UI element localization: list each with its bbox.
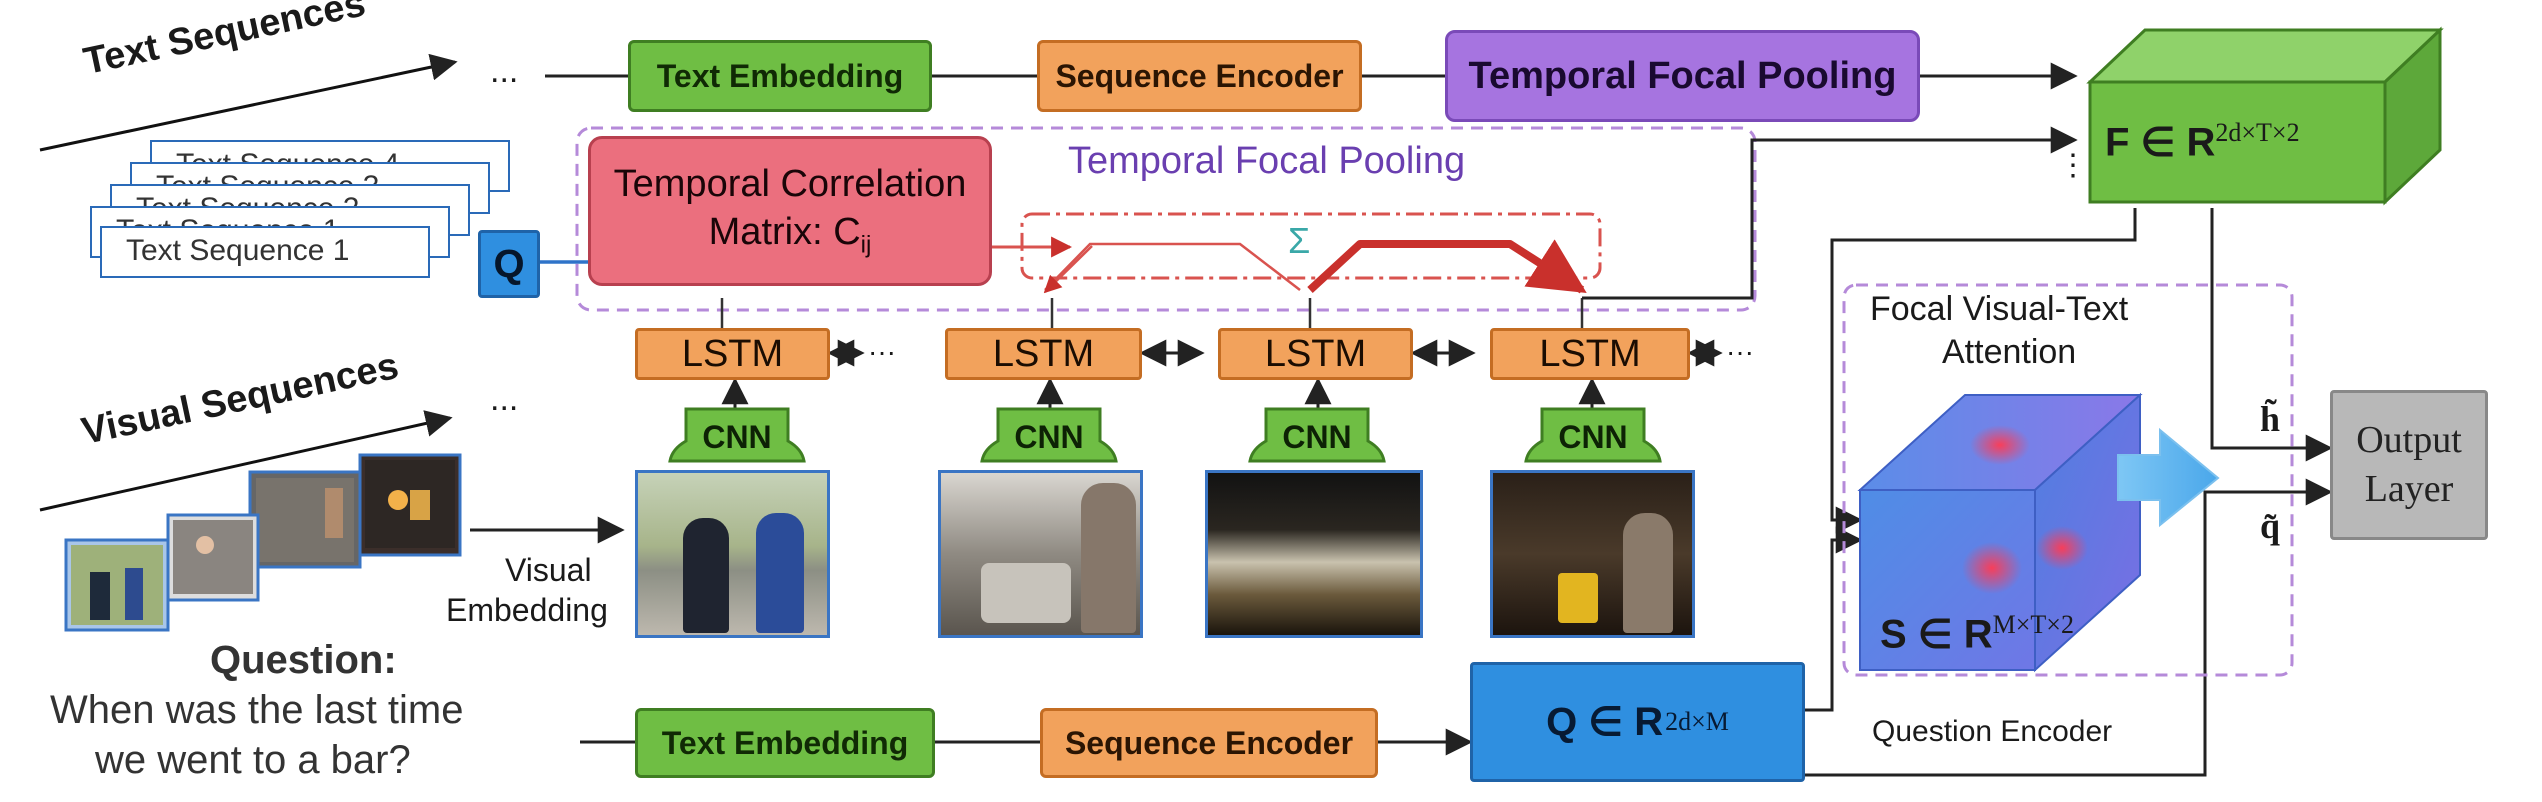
cnn-label-4: CNN — [1558, 419, 1628, 455]
q-matrix-prefix: Q ∈ R — [1546, 700, 1664, 744]
cnn-block-2: CNN — [980, 405, 1118, 463]
sum-symbol: Σ — [1288, 220, 1311, 261]
s-tensor-label: S ∈ RM×T×2 — [1880, 610, 2074, 657]
cnn-shape-3 — [1248, 407, 1386, 463]
f-tensor-label: F ∈ R2d×T×2 — [2105, 118, 2300, 165]
cnn-label-2: CNN — [1014, 419, 1084, 455]
frame4-drink — [1558, 573, 1598, 623]
attention-output-arrow — [2117, 427, 2220, 528]
h-tilde-label: h̃ — [2260, 399, 2281, 439]
question-heading: Question: — [210, 638, 397, 682]
cnn-block-3: CNN — [1248, 405, 1386, 463]
s-tensor-superscript: M×T×2 — [1992, 610, 2074, 639]
text-sequence-card-1-label: Text Sequence 1 — [126, 234, 350, 267]
frame4-person — [1623, 513, 1673, 633]
sequence-encoder-box-top: Sequence Encoder — [1037, 40, 1362, 112]
temporal-focal-pooling-box: Temporal Focal Pooling — [1445, 30, 1920, 122]
lstm-cell-2: LSTM — [945, 328, 1142, 380]
question-line1: When was the last time — [50, 688, 464, 732]
f-tensor-vdots: ⋮ — [2058, 149, 2088, 182]
q-query-box: Q — [478, 230, 540, 298]
lstm-cell-4: LSTM — [1490, 328, 1690, 380]
video-frame-1 — [635, 470, 830, 638]
correlation-line2-group: Matrix: Cij — [709, 209, 872, 261]
question-line2: we went to a bar? — [95, 738, 411, 782]
video-frame-3 — [1205, 470, 1423, 638]
q-tilde-label: q̃ — [2260, 506, 2281, 546]
cnn-block-4: CNN — [1524, 405, 1662, 463]
visual-embedding-line1: Visual — [505, 552, 592, 588]
visual-ellipsis: ... — [490, 380, 519, 418]
output-layer-line2: Layer — [2364, 468, 2454, 510]
frame2-table — [981, 563, 1071, 623]
attention-title-line2: Attention — [1942, 333, 2077, 371]
s-tensor-prefix: S ∈ R — [1880, 612, 1993, 657]
frame1-person-b — [756, 513, 804, 633]
video-frame-2 — [938, 470, 1143, 638]
visual-sequences-arrow — [39, 410, 453, 512]
attention-cube — [1857, 392, 2143, 673]
lstm-ellipsis-1: ··· — [868, 336, 896, 367]
attention-region-border — [1842, 283, 2294, 677]
f-tensor-superscript: 2d×T×2 — [2215, 118, 2300, 147]
cnn-shape-1 — [668, 407, 806, 463]
cnn-label-3: CNN — [1282, 419, 1352, 455]
visual-embedding-line2: Embedding — [446, 592, 608, 628]
f-tensor-box — [2086, 26, 2444, 206]
cnn-label-1: CNN — [702, 419, 772, 455]
text-ellipsis: ... — [490, 52, 519, 90]
lstm-cell-3: LSTM — [1218, 328, 1413, 380]
question-encoder-label: Question Encoder — [1872, 715, 2113, 748]
pooling-region-border — [575, 126, 1757, 312]
f-tensor-prefix: F ∈ R — [2105, 120, 2216, 165]
text-embedding-box-bottom: Text Embedding — [635, 708, 935, 778]
frame1-person-a — [683, 518, 729, 633]
visual-thumbnails-stack — [64, 453, 462, 632]
video-frame-4 — [1490, 470, 1695, 638]
output-layer-box: Output Layer — [2330, 390, 2488, 540]
text-sequence-card-1: Text Sequence 1 — [100, 226, 430, 278]
output-layer-line1: Output — [2356, 418, 2462, 461]
text-embedding-box-top: Text Embedding — [628, 40, 932, 112]
pooling-region-title: Temporal Focal Pooling — [1068, 140, 1466, 182]
frame2-person — [1081, 483, 1136, 633]
correlation-line2: Matrix: C — [708, 210, 861, 253]
q-matrix-superscript: 2d×M — [1665, 707, 1729, 736]
cnn-block-1: CNN — [668, 405, 806, 463]
correlation-line1: Temporal Correlation — [613, 163, 967, 206]
correlation-subscript: ij — [860, 231, 872, 259]
temporal-correlation-box: Temporal Correlation Matrix: Cij — [588, 136, 992, 286]
text-sequences-arrow — [39, 53, 458, 152]
cnn-shape-2 — [980, 407, 1118, 463]
lstm-cell-1: LSTM — [635, 328, 830, 380]
cnn-shape-4 — [1524, 407, 1662, 463]
lstm-ellipsis-trailing: ··· — [1726, 336, 1754, 367]
sequence-encoder-box-bottom: Sequence Encoder — [1040, 708, 1378, 778]
attention-title-line1: Focal Visual-Text — [1870, 290, 2129, 328]
